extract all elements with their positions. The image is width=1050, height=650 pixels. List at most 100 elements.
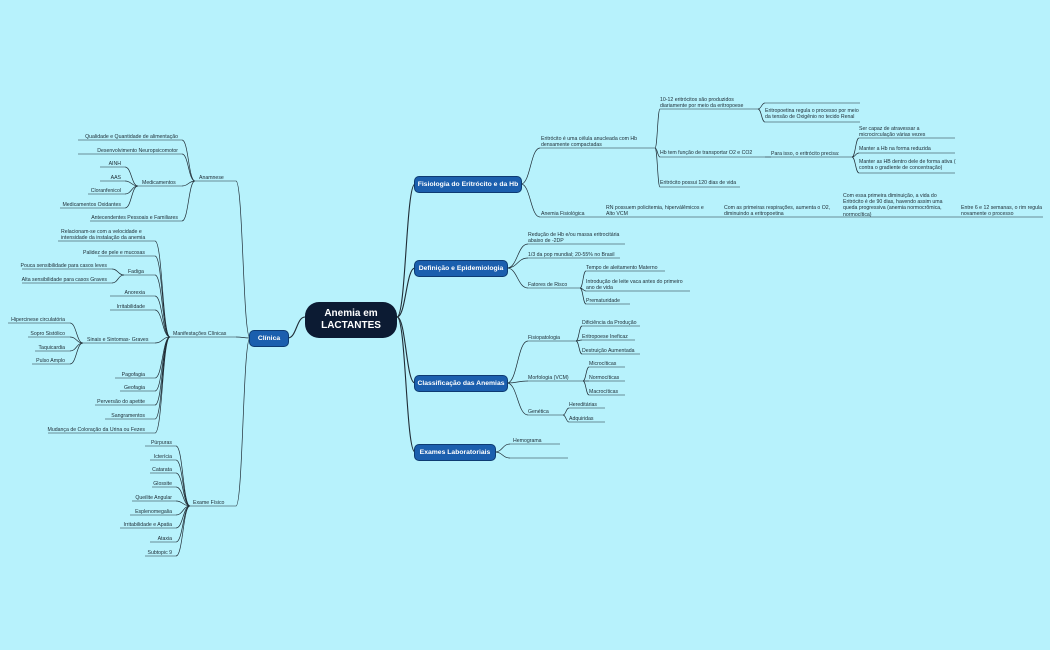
topic-fadiga-graves[interactable]: Alta sensibilidade para casos Graves <box>21 277 107 283</box>
branch-fisiologia[interactable]: Fisiologia do Eritrócito e da Hb <box>415 177 521 192</box>
topic-anamnese[interactable]: Anamnese <box>199 175 224 181</box>
topic-hereditarias[interactable]: Hereditárias <box>569 402 597 408</box>
branch-definicao[interactable]: Definição e Epidemiologia <box>415 261 507 276</box>
topic-mc-sangramentos[interactable]: Sangramentos <box>111 413 145 419</box>
root-topic[interactable]: Anemia em LACTANTES <box>305 302 397 338</box>
topic-med-aas[interactable]: AAS <box>110 175 121 181</box>
topic-medicamentos[interactable]: Medicamentos <box>142 180 176 186</box>
connector <box>287 316 306 339</box>
topic-para-isso[interactable]: Para isso, o eritrócito precisa: <box>771 151 840 157</box>
topic-s-pulso[interactable]: Pulso Amplo <box>36 358 65 364</box>
topic-ef-queilite[interactable]: Queilite Angular <box>135 495 172 501</box>
topic-vida[interactable]: Eritrócito possui 120 dias de vida <box>660 180 737 186</box>
branch-clinica[interactable]: Clínica <box>250 331 288 346</box>
topic-fatores-risco[interactable]: Fatores de Risco <box>528 282 568 288</box>
topic-macrociticas[interactable]: Macrocíticas <box>589 389 619 395</box>
topic-anemia-fisiologica[interactable]: Anemia Fisiológica <box>541 211 585 217</box>
topic-s-sopro[interactable]: Sopro Sistólico <box>30 331 65 337</box>
topic-ef-esplenomegalia[interactable]: Esplenomegalia <box>135 509 172 515</box>
connector <box>579 270 587 289</box>
connector <box>520 147 541 185</box>
connector <box>562 407 570 416</box>
topic-fadiga[interactable]: Fadiga <box>128 269 144 275</box>
topic-ef-subtopic-9[interactable]: Subtopic 9 <box>147 550 172 556</box>
topic-fp-ineficaz[interactable]: Eritropoese Ineficaz <box>582 334 628 340</box>
topic-mc-geofagia[interactable]: Geofagia <box>123 385 145 391</box>
topic-morfologia[interactable]: Morfologia (VCM) <box>528 375 569 381</box>
connector <box>111 274 125 284</box>
connector <box>575 340 583 355</box>
topic-eritropoetina[interactable]: Eritropoetina regula o processo por meio… <box>765 108 859 121</box>
connector <box>154 295 171 338</box>
connector <box>396 316 416 453</box>
topic-mc-velocidade[interactable]: Relacionam-se com a velocidade e intensi… <box>61 229 146 242</box>
connector <box>506 340 529 384</box>
topic-genetica[interactable]: Genética <box>528 409 549 415</box>
topic-rn[interactable]: RN possuem policitemia, hiperválêmicos e… <box>606 205 704 218</box>
topic-an-antecedentes[interactable]: Antecendentes Pessoais e Familiares <box>91 215 178 221</box>
topic-s-hipercinese[interactable]: Hipercinese circulatória <box>11 317 65 323</box>
topic-fadiga-leves[interactable]: Pouca sensibilidade para casos leves <box>20 263 107 269</box>
connector <box>175 500 191 507</box>
topic-req-1[interactable]: Ser capaz de atravessar a microcirculaçã… <box>859 126 926 139</box>
connector <box>124 185 139 209</box>
connector <box>506 380 529 384</box>
topic-fator-prematuridade[interactable]: Prematuridade <box>586 298 621 304</box>
topic-ef-irritabilidade[interactable]: Irritabilidade e Apatia <box>123 522 172 528</box>
topic-entre-6-12[interactable]: Entre 6 e 12 semanas, o rim regula novam… <box>961 205 1043 218</box>
topic-req-2[interactable]: Manter a Hb na forma reduzida <box>859 146 931 152</box>
topic-reducao[interactable]: Redução de Hb e/ou massa eritrocitária a… <box>528 232 620 245</box>
connector <box>757 108 766 123</box>
topic-med-oxidantes[interactable]: Medicamentos Oxidantes <box>62 202 121 208</box>
topic-med-cloranfenicol[interactable]: Cloranfenicol <box>90 188 121 194</box>
topic-mc-anorexia[interactable]: Anorexia <box>124 290 145 296</box>
topic-an-alimentacao[interactable]: Qualidade e Quantidade de alimentação <box>85 134 178 140</box>
topic-mc-perversao[interactable]: Perversão do apetite <box>97 399 145 405</box>
connector <box>154 336 171 420</box>
topic-diminuicao[interactable]: Com essa primeira diminuição, a vida do … <box>843 193 943 218</box>
connector <box>69 322 84 344</box>
topic-microciticas[interactable]: Microcíticas <box>589 361 617 367</box>
branch-exames[interactable]: Exames Laboratoriais <box>415 445 495 460</box>
topic-fisiopatologia[interactable]: Fisiopatologia <box>528 335 561 341</box>
topic-fator-aleitamento[interactable]: Tempo de aleitamento Materno <box>586 265 658 271</box>
topic-eritrocito[interactable]: Eritrócito é uma célula anucleada com Hb… <box>541 136 638 149</box>
topic-hemograma[interactable]: Hemograma <box>513 438 542 444</box>
topic-ef-catarata[interactable]: Catarata <box>152 467 172 473</box>
topic-fp-destruicao[interactable]: Destruição Aumentada <box>582 348 635 354</box>
topic-producao[interactable]: 10-12 eritrócitos são produzidos diariam… <box>660 97 744 110</box>
connector <box>181 180 196 187</box>
topic-fp-producao[interactable]: Dificiência da Produção <box>582 320 637 326</box>
topic-mc-irritabilidade[interactable]: Irritabilidade <box>116 304 145 310</box>
topic-ef-ataxia[interactable]: Ataxia <box>157 536 172 542</box>
topic-normociticas[interactable]: Normocíticas <box>589 375 620 381</box>
topic-mc-pagofagia[interactable]: Pagofagia <box>121 372 145 378</box>
topic-ef-ictericia[interactable]: Icterícia <box>153 454 172 460</box>
connector <box>506 257 529 269</box>
topic-exame-fisico[interactable]: Exame Físico <box>193 500 225 506</box>
branch-classificacao[interactable]: Classificação das Anemias <box>415 376 507 391</box>
connector <box>154 336 171 434</box>
topic-mc-palidez[interactable]: Palidez de pele e mucosas <box>83 250 145 256</box>
connector <box>506 267 529 289</box>
topic-sinais-graves[interactable]: Sinais e Sintomas- Graves <box>87 337 149 343</box>
topic-an-desenvolvimento[interactable]: Desenvolvimento Neuropsicomotor <box>97 148 178 154</box>
topic-manifestacoes[interactable]: Manifestações Clínicas <box>173 331 227 337</box>
connector <box>494 451 511 459</box>
topic-mc-coloracao[interactable]: Mudança de Coloração da Urina ou Fezes <box>47 427 145 433</box>
connector <box>154 255 171 338</box>
topic-adquiridas[interactable]: Adquiridas <box>569 416 594 422</box>
connector <box>654 147 661 188</box>
topic-fator-leite[interactable]: Introdução de leite vaca antes do primei… <box>586 279 683 292</box>
topic-ef-purpuras[interactable]: Púrpuras <box>150 440 172 446</box>
topic-primeiras-respiracoes[interactable]: Com as primeiras respirações, aumenta o … <box>724 205 831 218</box>
topic-req-3[interactable]: Manter as HB dentro dele de forma ativa … <box>859 159 956 172</box>
topic-ef-glossite[interactable]: Glossite <box>153 481 172 487</box>
connector <box>494 443 511 453</box>
topic-hb-funcao[interactable]: Hb tem função de transportar O2 e CO2 <box>660 150 753 156</box>
connector <box>654 147 661 158</box>
topic-s-taquicardia[interactable]: Taquicardia <box>38 345 65 351</box>
topic-prevalencia[interactable]: 1/3 da pop mundial; 20-55% no Brasil <box>528 252 615 258</box>
topic-med-ainh[interactable]: AINH <box>108 161 121 167</box>
